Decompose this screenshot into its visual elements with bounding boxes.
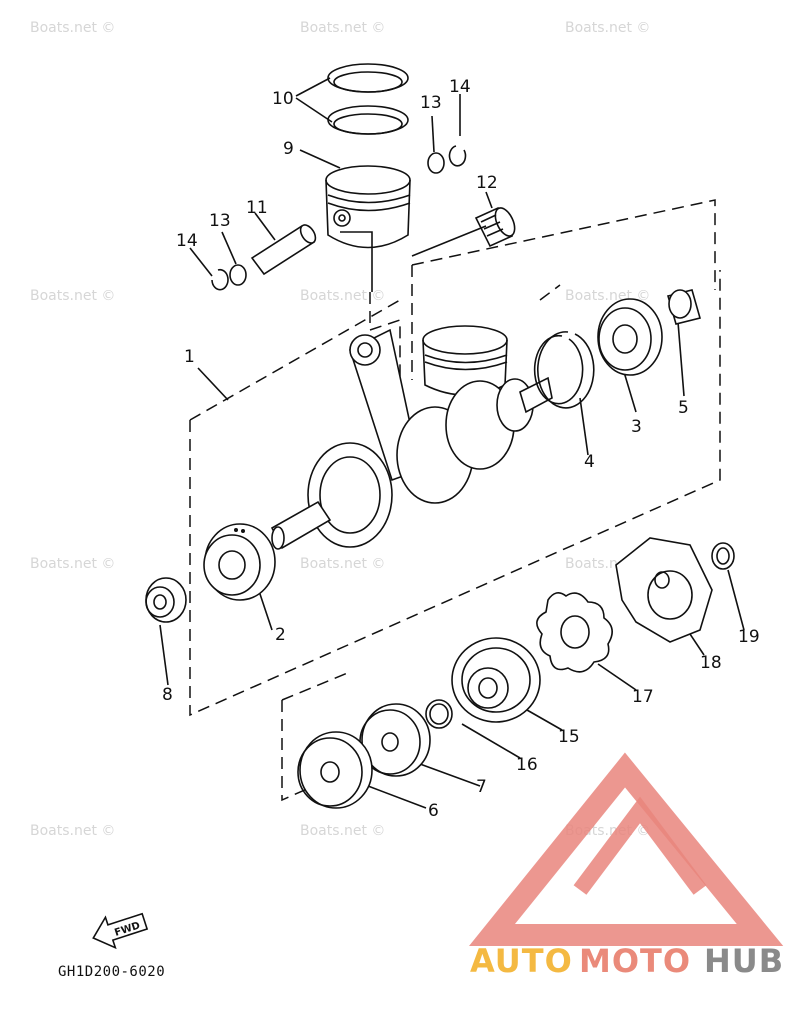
coupling-housing[interactable] xyxy=(615,537,713,643)
thrust-washer-6[interactable] xyxy=(297,731,373,809)
watermark: Boats.net © xyxy=(30,288,115,304)
circlip-ring[interactable] xyxy=(533,331,595,409)
label-13: 13 xyxy=(209,211,231,231)
label-4: 4 xyxy=(584,452,595,472)
fwd-arrow-badge: FWD xyxy=(92,912,149,950)
o-ring[interactable] xyxy=(425,699,453,729)
label-18: 18 xyxy=(700,653,722,673)
collar[interactable] xyxy=(667,289,701,325)
watermark-layer: Boats.net © Boats.net © Boats.net © Boat… xyxy=(30,20,650,839)
ball-bearing-right[interactable] xyxy=(597,298,663,376)
ball-bearing-left[interactable] xyxy=(203,523,276,601)
label-3: 3 xyxy=(631,417,642,437)
leader-lines xyxy=(159,77,745,809)
label-16: 16 xyxy=(516,755,538,775)
coupling-flange[interactable] xyxy=(451,637,541,723)
piston-pin[interactable] xyxy=(250,222,318,276)
watermark: Boats.net © xyxy=(300,823,385,839)
piston-rings[interactable] xyxy=(327,63,409,135)
label-17: 17 xyxy=(632,687,654,707)
logo-hub: HUB xyxy=(704,942,784,980)
washer-19[interactable] xyxy=(711,542,735,570)
crankshaft-assembly[interactable] xyxy=(270,325,553,550)
needle-bearing[interactable] xyxy=(474,205,519,248)
piston[interactable] xyxy=(325,165,411,249)
part-number-labels: 10 9 13 14 12 11 13 14 1 2 3 4 5 8 6 7 1… xyxy=(162,77,760,821)
diagram-code: GH1D200-6020 xyxy=(58,964,165,980)
assembly-outline xyxy=(189,199,721,802)
watermark: Boats.net © xyxy=(300,20,385,36)
watermark: Boats.net © xyxy=(30,20,115,36)
label-10: 10 xyxy=(272,89,294,109)
circlip-and-washers[interactable] xyxy=(211,145,467,291)
label-2: 2 xyxy=(275,625,286,645)
logo-auto: AUTO xyxy=(470,942,573,980)
automotohub-logo: AUTO MOTO HUB xyxy=(469,752,784,980)
label-15: 15 xyxy=(558,727,580,747)
watermark: Boats.net © xyxy=(300,556,385,572)
watermark: Boats.net © xyxy=(30,823,115,839)
label-19: 19 xyxy=(738,627,760,647)
label-6: 6 xyxy=(428,801,439,821)
label-13: 13 xyxy=(420,93,442,113)
label-7: 7 xyxy=(476,777,487,797)
label-11: 11 xyxy=(246,198,268,218)
oil-seal[interactable] xyxy=(145,577,187,623)
label-12: 12 xyxy=(476,173,498,193)
label-5: 5 xyxy=(678,398,689,418)
label-14: 14 xyxy=(449,77,471,97)
rubber-damper[interactable] xyxy=(536,592,613,673)
label-1: 1 xyxy=(184,347,195,367)
label-9: 9 xyxy=(283,139,294,159)
label-8: 8 xyxy=(162,685,173,705)
watermark: Boats.net © xyxy=(300,288,385,304)
watermark: Boats.net © xyxy=(565,20,650,36)
logo-moto: MOTO xyxy=(579,942,691,980)
label-14: 14 xyxy=(176,231,198,251)
watermark: Boats.net © xyxy=(30,556,115,572)
